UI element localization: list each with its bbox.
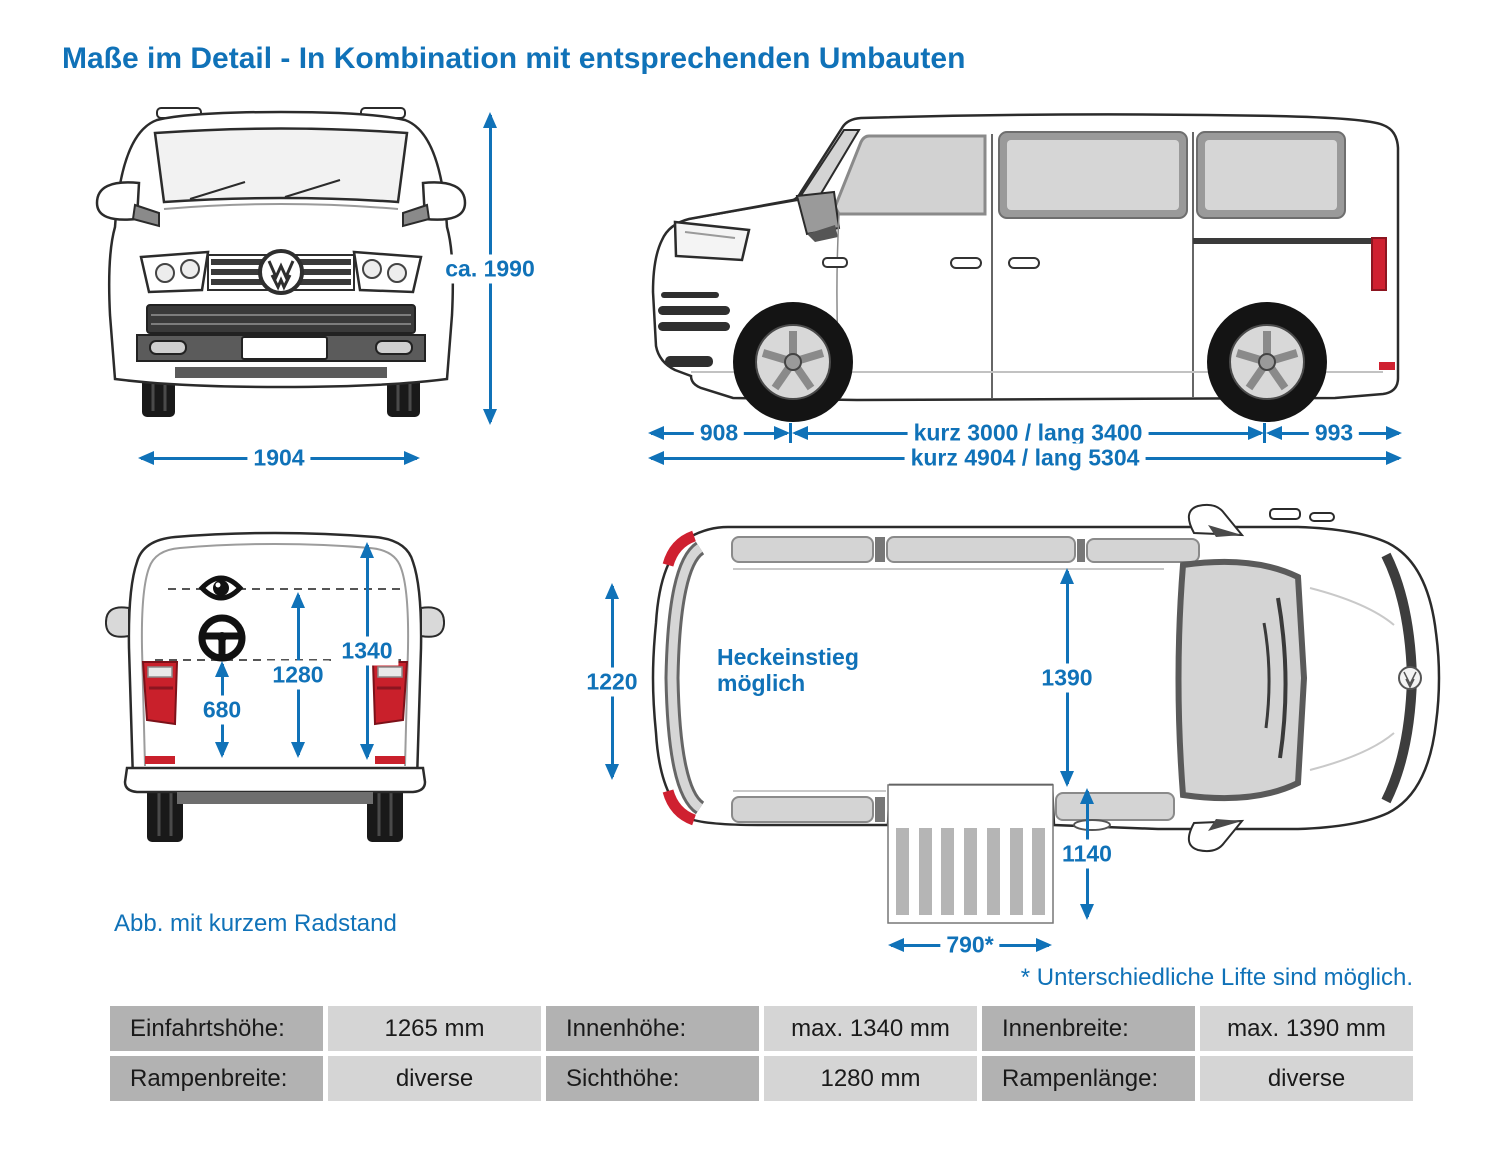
- wiper: [1262, 622, 1271, 729]
- spec-label-rampenlaenge: Rampenlänge:: [982, 1056, 1195, 1101]
- sliding-door-rail: [1193, 238, 1372, 244]
- mirror-top-left: [1187, 503, 1245, 537]
- rear-wheel: [1207, 302, 1327, 422]
- dim-rear-overhang-label: 993: [1308, 418, 1360, 448]
- eye-icon: [198, 575, 244, 601]
- spec-value-sichthoehe: 1280 mm: [764, 1056, 977, 1101]
- vw-logo-top-icon: [1398, 666, 1422, 690]
- dim-load-height-arrow: 680: [196, 661, 248, 758]
- right-mirror: [402, 181, 467, 228]
- spec-label-innenbreite: Innenbreite:: [982, 1006, 1195, 1051]
- spec-label-sichthoehe: Sichthöhe:: [546, 1056, 759, 1101]
- dim-load-height-label: 680: [196, 695, 248, 724]
- van-top-view-drawing: [651, 503, 1441, 924]
- dim-inner-width-arrow: 1390: [1035, 568, 1099, 787]
- dim-inner-height-label: 1340: [335, 636, 399, 666]
- spec-label-innenhoehe: Innenhöhe:: [546, 1006, 759, 1051]
- rear-mirrors: [105, 606, 445, 638]
- dim-wheelbase-label: kurz 3000 / lang 3400: [907, 418, 1149, 448]
- fog-light-right: [375, 340, 413, 355]
- vw-logo-icon: [258, 249, 304, 295]
- spec-value-rampenbreite: diverse: [328, 1056, 541, 1101]
- dim-front-overhang-label: 908: [693, 418, 745, 448]
- taillight-left: [141, 661, 179, 726]
- spec-value-rampenlaenge: diverse: [1200, 1056, 1413, 1101]
- front-door-window: [833, 134, 987, 216]
- steering-wheel-icon: [198, 614, 246, 662]
- dim-rear-overhang-arrow: 993: [1266, 418, 1402, 448]
- dim-ramp-width-arrow: 790*: [888, 930, 1052, 960]
- dim-sight-height-label: 1280: [266, 660, 330, 690]
- door-handle-front: [950, 257, 982, 269]
- rear-quarter-window: [1196, 131, 1346, 219]
- windshield-top: [1175, 558, 1308, 802]
- rear-wheels: [147, 780, 403, 842]
- door-handle-sliding: [1008, 257, 1040, 269]
- fog-light-left: [149, 340, 187, 355]
- dim-front-height-arrow: ca. 1990: [439, 112, 541, 425]
- headlights: [139, 250, 423, 294]
- spec-label-einfahrtshoehe: Einfahrtshöhe:: [110, 1006, 323, 1051]
- sliding-door-window: [998, 131, 1188, 219]
- license-plate: [241, 336, 328, 360]
- dim-front-height-label: ca. 1990: [439, 254, 541, 283]
- dim-tick-rear-wheel: [1263, 423, 1266, 443]
- van-side-view-drawing: [651, 113, 1400, 422]
- left-mirror: [95, 181, 160, 228]
- dim-sight-height-arrow: 1280: [266, 592, 330, 758]
- taillight-top-right: [662, 789, 697, 826]
- front-wheel: [733, 302, 853, 422]
- rear-entry-annotation: Heckeinstieg möglich: [717, 644, 859, 697]
- dim-total-length-label: kurz 4904 / lang 5304: [904, 443, 1146, 473]
- lift-footnote: * Unterschiedliche Lifte sind möglich.: [1020, 964, 1413, 991]
- dim-total-length-arrow: kurz 4904 / lang 5304: [648, 443, 1402, 473]
- rear-window-top: [664, 541, 705, 815]
- dim-front-width-label: 1904: [247, 443, 311, 473]
- rear-lift-ramp: [887, 784, 1054, 924]
- dim-tick-front-wheel: [789, 423, 792, 443]
- taillight-top-left: [662, 530, 697, 567]
- front-bumper: [136, 304, 426, 378]
- dim-rear-opening-arrow: 1220: [580, 583, 644, 780]
- taillight-side: [1371, 237, 1387, 291]
- spec-value-innenhoehe: max. 1340 mm: [764, 1006, 977, 1051]
- spec-table: Einfahrtshöhe: 1265 mm Innenhöhe: max. 1…: [110, 1006, 1413, 1101]
- dim-inner-width-label: 1390: [1035, 663, 1099, 692]
- taillight-right: [371, 661, 409, 726]
- dim-door-opening-label: 1140: [1056, 839, 1118, 869]
- dim-front-width-arrow: 1904: [138, 443, 420, 473]
- dim-front-overhang-arrow: 908: [648, 418, 790, 448]
- dim-inner-height-arrow: 1340: [335, 542, 399, 760]
- page-title: Maße im Detail - In Kombination mit ents…: [62, 42, 966, 75]
- van-front-view-drawing: [95, 107, 467, 417]
- side-front-end: [658, 220, 848, 367]
- dim-door-opening-arrow: 1140: [1056, 788, 1118, 920]
- dim-wheelbase-arrow: kurz 3000 / lang 3400: [792, 418, 1264, 448]
- rear-valance: [177, 792, 373, 804]
- dim-rear-opening-label: 1220: [580, 667, 644, 696]
- mirror-top-right: [1187, 819, 1245, 853]
- wiper: [1276, 597, 1288, 759]
- windshield: [153, 127, 409, 204]
- rear-view-caption: Abb. mit kurzem Radstand: [114, 910, 397, 937]
- dim-ramp-width-label: 790*: [940, 930, 1000, 960]
- spec-value-innenbreite: max. 1390 mm: [1200, 1006, 1413, 1051]
- spec-value-einfahrtshoehe: 1265 mm: [328, 1006, 541, 1051]
- rear-bumper: [123, 766, 427, 794]
- rear-reflector: [1379, 362, 1395, 370]
- spec-label-rampenbreite: Rampenbreite:: [110, 1056, 323, 1101]
